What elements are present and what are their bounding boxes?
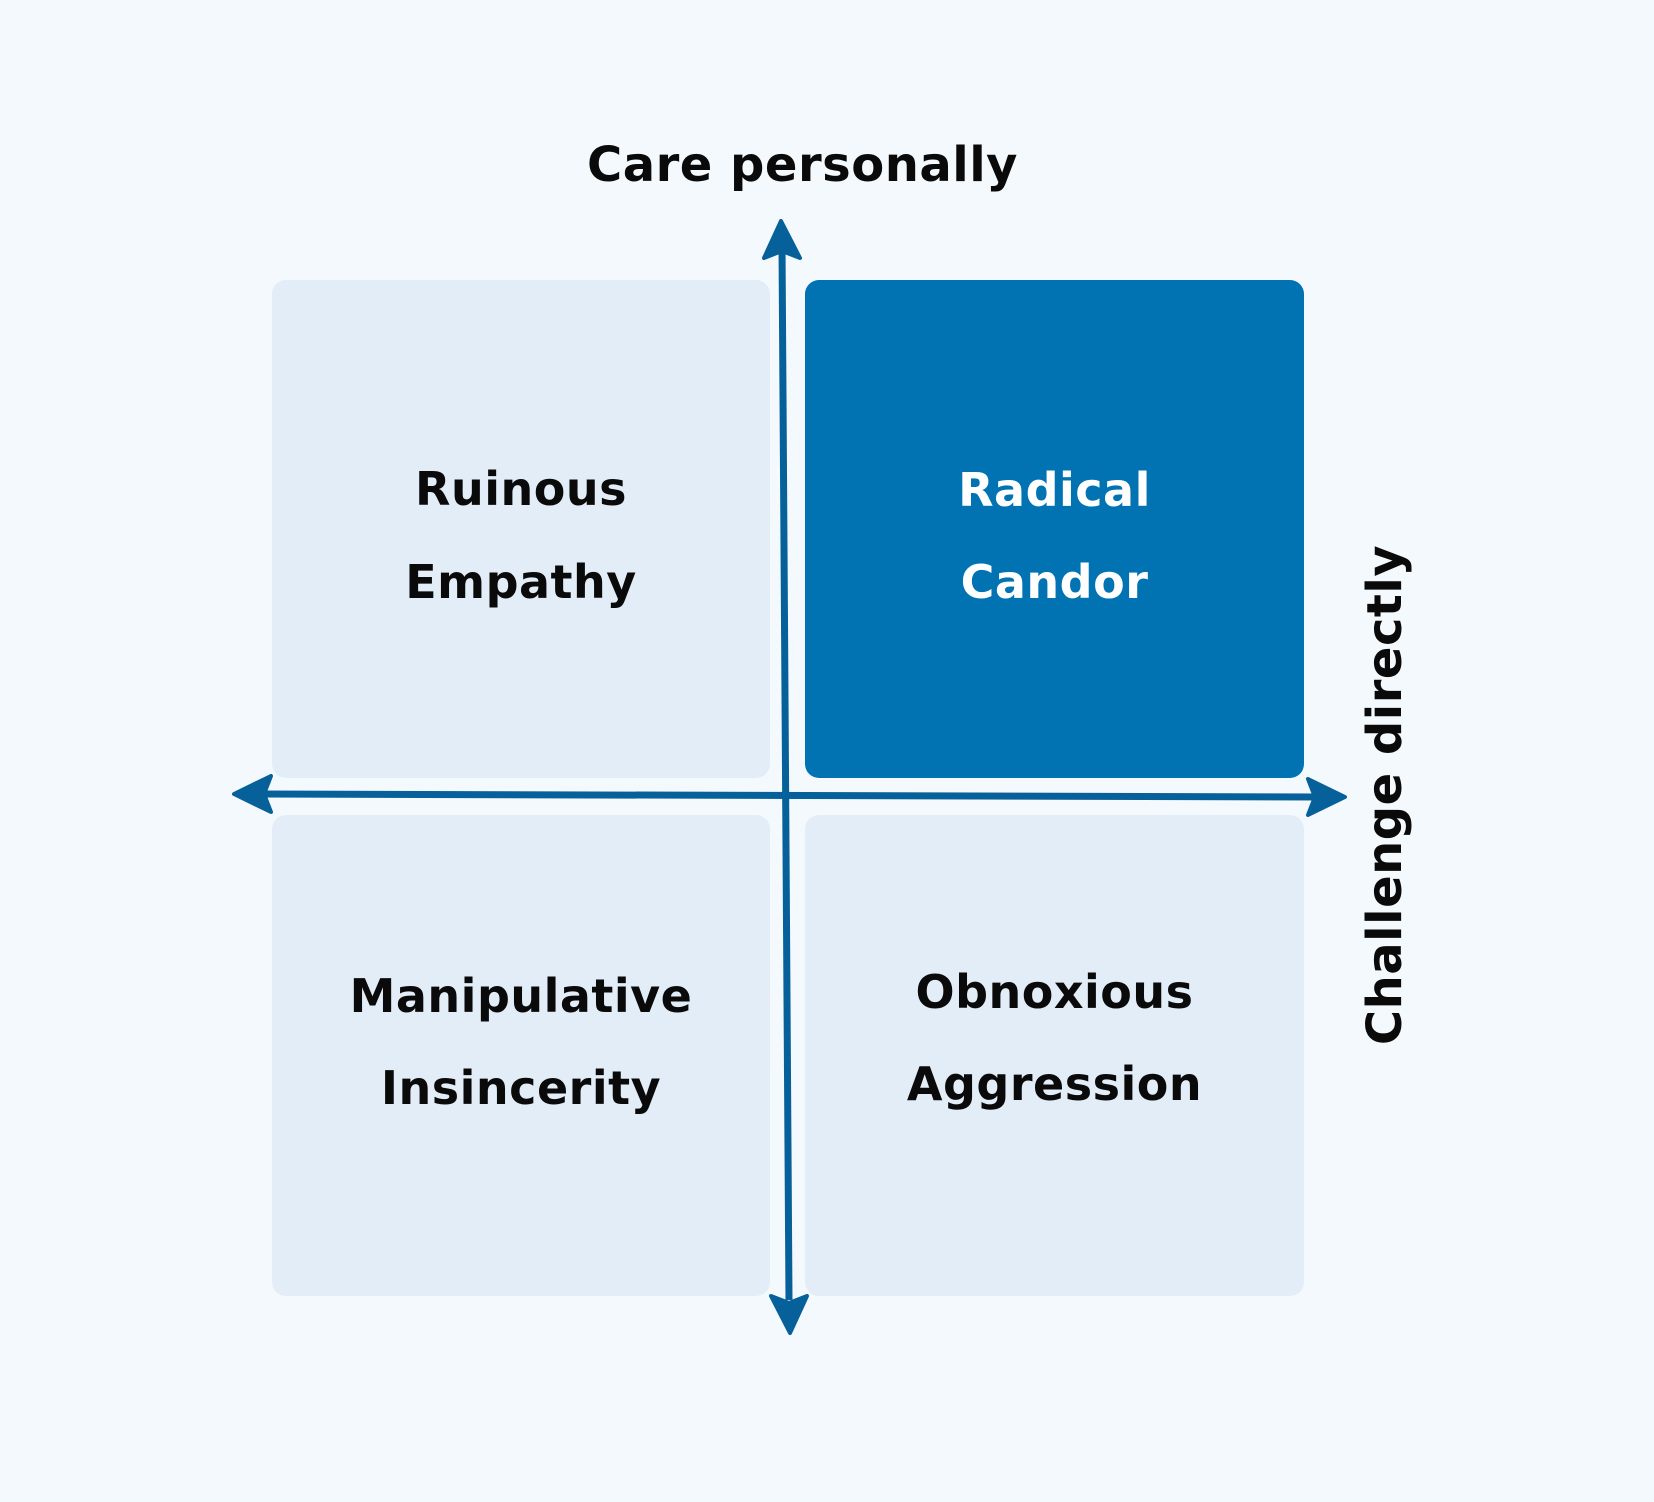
quadrant-manipulative-insincerity: Manipulative Insincerity: [272, 815, 770, 1296]
quadrant-radical-candor: Radical Candor: [805, 280, 1304, 778]
arrow-left-icon: [232, 774, 273, 814]
arrow-up-icon: [762, 219, 802, 260]
vertical-axis-label: Care personally: [587, 137, 1018, 193]
arrow-right-icon: [1306, 777, 1347, 817]
quadrant-label-line1: Manipulative: [349, 969, 693, 1023]
vertical-axis-line: [778, 244, 793, 1301]
quadrant-label-line2: Aggression: [906, 1057, 1203, 1111]
quadrant-label-line2: Insincerity: [380, 1061, 662, 1115]
quadrant-label-line1: Ruinous: [415, 462, 627, 516]
quadrant-label-line1: Radical: [958, 463, 1151, 517]
quadrant-label-line2: Candor: [960, 555, 1149, 609]
horizontal-axis-label: Challenge directly: [1357, 544, 1413, 1046]
quadrant-ruinous-empathy: Ruinous Empathy: [272, 280, 770, 778]
quadrant-label-line1: Obnoxious: [915, 965, 1194, 1019]
arrow-down-icon: [769, 1294, 809, 1335]
quadrant-label-line2: Empathy: [405, 555, 637, 609]
quadrant-obnoxious-aggression: Obnoxious Aggression: [805, 815, 1304, 1296]
horizontal-axis-line: [261, 790, 1318, 801]
